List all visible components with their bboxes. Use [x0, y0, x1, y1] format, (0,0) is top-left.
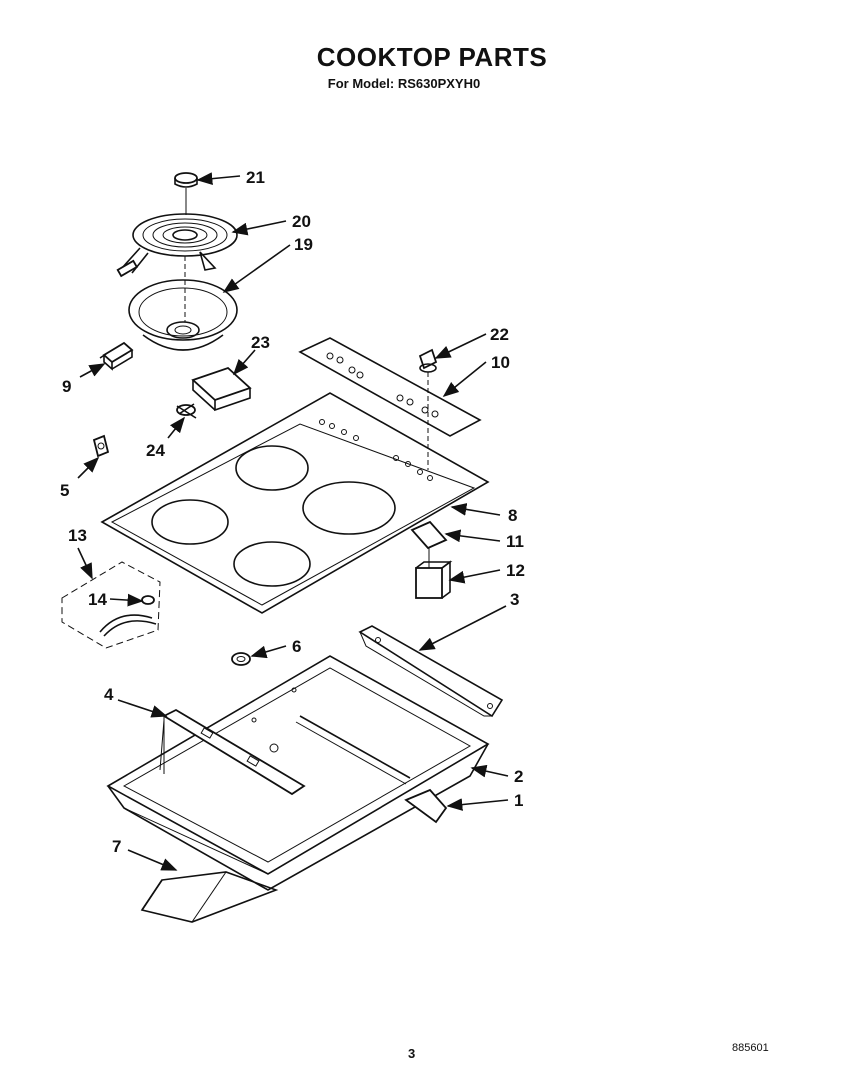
callout-11: 11: [506, 532, 524, 551]
callout-3: 3: [510, 590, 519, 609]
callout-24: 24: [146, 441, 165, 460]
leader-lines: [77, 172, 509, 871]
model-subtitle: For Model: RS630PXYH0: [327, 76, 481, 91]
part-6-grommet: [231, 652, 251, 666]
part-11-plate: [410, 520, 448, 550]
part-2-burner-box: [106, 655, 490, 891]
callout-12: 12: [506, 561, 525, 580]
part-7-front-channel: [140, 871, 279, 923]
callout-8: 8: [508, 506, 517, 525]
part-4-crossbar: [159, 708, 306, 796]
callout-14: 14: [88, 590, 107, 609]
callout-2: 2: [514, 767, 523, 786]
part-9-terminal-block: [99, 341, 134, 371]
part-22-control-knob: [418, 348, 438, 470]
part-8-cooktop-top: [100, 392, 490, 614]
callout-7: 7: [112, 837, 121, 856]
part-1-side-bracket: [404, 788, 448, 824]
part-19-drip-bowl: [128, 256, 238, 351]
callout-21: 21: [246, 168, 265, 187]
callout-20: 20: [292, 212, 311, 231]
page-number: 3: [408, 1046, 416, 1061]
part-24-clip: [176, 403, 197, 419]
callout-19: 19: [294, 235, 313, 254]
part-3-rear-bracket: [358, 625, 504, 718]
callout-23: 23: [251, 333, 270, 352]
part-21-cap: [174, 172, 198, 215]
document-code: 885601: [732, 1042, 769, 1054]
callout-22: 22: [490, 325, 509, 344]
callout-labels: 21 20 19 9 23 22 10 24 5 8 13 11 12 14 3…: [60, 168, 525, 856]
part-23-bracket: [191, 366, 252, 412]
part-13-wiring-kit: [61, 561, 161, 649]
callout-1: 1: [514, 791, 523, 810]
callout-10: 10: [491, 353, 510, 372]
part-5-bracket: [92, 434, 110, 458]
part-10-control-panel: [298, 337, 482, 437]
callout-5: 5: [60, 481, 69, 500]
callout-4: 4: [104, 685, 114, 704]
callout-9: 9: [62, 377, 71, 396]
part-20-surface-element: [116, 213, 238, 278]
callout-6: 6: [292, 637, 301, 656]
part-12-switch: [415, 548, 453, 599]
page-title: COOKTOP PARTS: [316, 42, 548, 72]
callout-13: 13: [68, 526, 87, 545]
